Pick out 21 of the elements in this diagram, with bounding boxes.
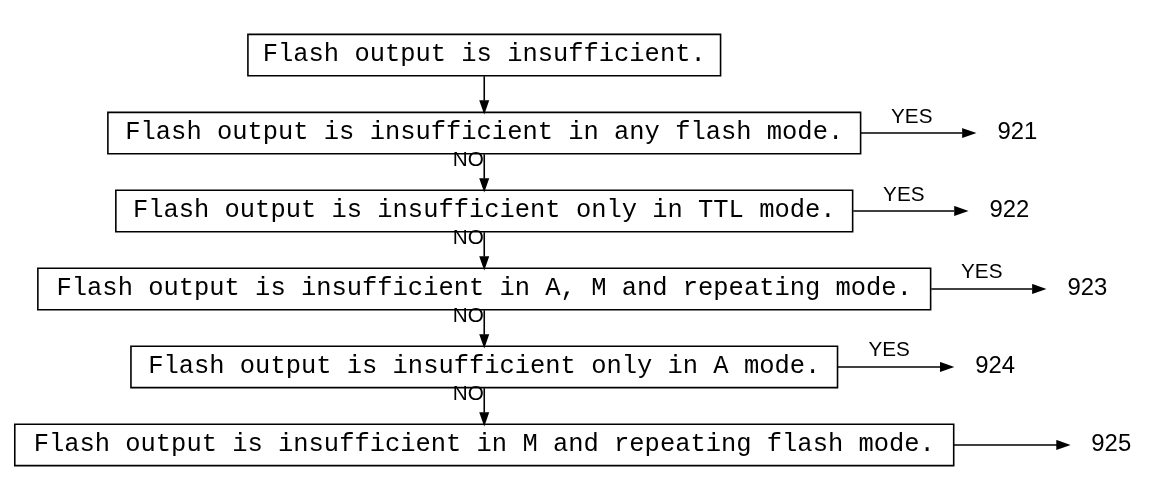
edge-label: YES: [883, 181, 925, 205]
node-box: Flash output is insufficient.: [247, 33, 722, 77]
arrow: [836, 361, 955, 372]
arrow: [479, 153, 490, 193]
edge-label: YES: [868, 337, 910, 361]
arrow: [479, 387, 490, 427]
arrow: [479, 309, 490, 349]
edge-label: YES: [961, 259, 1003, 283]
arrow: [852, 206, 969, 217]
arrow: [860, 128, 977, 139]
node-text: 922: [989, 194, 1030, 222]
node-box: Flash output is insufficient in M and repeating flash mode.: [14, 423, 955, 467]
node-text: 924: [975, 350, 1015, 378]
node-text: 921: [997, 116, 1038, 144]
arrow: [479, 231, 490, 271]
arrow: [930, 283, 1047, 294]
node-text: 923: [1067, 272, 1108, 300]
node-text: 925: [1091, 428, 1132, 456]
arrow: [953, 439, 1071, 450]
edge-label: YES: [891, 103, 933, 127]
arrow: [479, 75, 490, 115]
